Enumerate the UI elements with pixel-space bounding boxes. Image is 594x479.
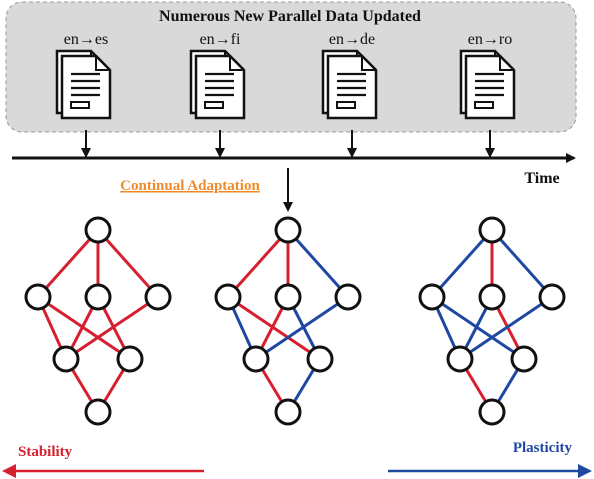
network-node bbox=[274, 398, 302, 426]
network-node bbox=[538, 283, 566, 311]
document-icon-de bbox=[321, 49, 378, 120]
time-label: Time bbox=[524, 170, 559, 187]
document-icon-ro bbox=[459, 49, 516, 120]
network-edge bbox=[459, 295, 553, 361]
network-node bbox=[274, 283, 302, 311]
update-arrows bbox=[81, 130, 495, 158]
network-edge bbox=[65, 295, 159, 361]
stability-label: Stability bbox=[18, 444, 73, 460]
document-icon-es bbox=[55, 49, 112, 120]
plasticity-network bbox=[418, 216, 566, 426]
network-edge bbox=[226, 228, 290, 299]
network-node bbox=[478, 216, 506, 244]
pair-labels: en→es en→fi en→de en→ro bbox=[64, 31, 512, 48]
continual-adaptation-label: Continual Adaptation bbox=[120, 178, 260, 194]
network-edge bbox=[255, 295, 349, 361]
network-node bbox=[144, 283, 172, 311]
network-node bbox=[52, 345, 80, 373]
pair-label-es: en→es bbox=[64, 31, 108, 48]
network-node bbox=[334, 283, 362, 311]
network-node bbox=[418, 283, 446, 311]
network-edge bbox=[37, 295, 131, 361]
document-icon-fi bbox=[189, 49, 246, 120]
plasticity-arrowhead bbox=[578, 464, 592, 478]
network-node bbox=[510, 345, 538, 373]
network-edge bbox=[36, 228, 100, 299]
stability-arrowhead bbox=[2, 464, 16, 478]
networks bbox=[24, 216, 566, 426]
data-panel bbox=[5, 1, 577, 133]
network-node bbox=[306, 345, 334, 373]
network-node bbox=[214, 283, 242, 311]
network-edge bbox=[430, 228, 494, 299]
network-edge bbox=[431, 295, 525, 361]
network-node bbox=[84, 283, 112, 311]
network-node bbox=[446, 345, 474, 373]
network-node bbox=[84, 216, 112, 244]
network-edge bbox=[227, 295, 321, 361]
network-node bbox=[242, 345, 270, 373]
panel-title: Numerous New Parallel Data Updated bbox=[159, 8, 421, 25]
network-node bbox=[84, 398, 112, 426]
pair-label-ro: en→ro bbox=[468, 31, 512, 48]
network-node bbox=[24, 283, 52, 311]
network-node bbox=[116, 345, 144, 373]
pair-label-fi: en→fi bbox=[200, 31, 241, 48]
network-edge bbox=[96, 228, 160, 299]
network-edge bbox=[490, 228, 554, 299]
pair-label-de: en→de bbox=[329, 31, 375, 48]
adapted-network bbox=[214, 216, 362, 426]
network-edge bbox=[286, 228, 350, 299]
network-node bbox=[478, 398, 506, 426]
document-icons bbox=[55, 49, 516, 120]
plasticity-label: Plasticity bbox=[513, 440, 573, 456]
network-node bbox=[478, 283, 506, 311]
stability-network bbox=[24, 216, 172, 426]
network-node bbox=[274, 216, 302, 244]
